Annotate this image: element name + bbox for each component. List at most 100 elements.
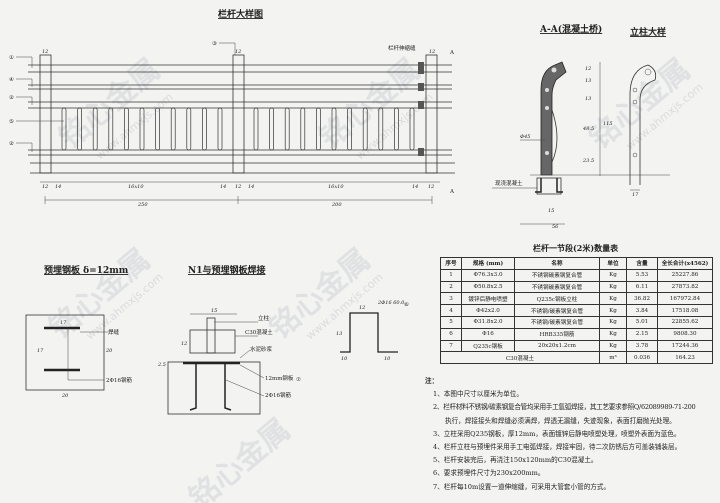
notes-heading: 注： [425, 377, 439, 385]
table-cell: HRB335钢筋 [514, 327, 600, 341]
table-cell: m³ [599, 351, 627, 365]
col-header: 序号 [440, 257, 462, 270]
curved-brace [551, 109, 558, 163]
post-width: 12 [235, 49, 241, 55]
table-cell: Kg [599, 292, 627, 306]
railing-elevation: 栏杆大样图 ① ④ ② ⑤ ② [9, 8, 455, 208]
table-cell: Kg [599, 315, 627, 329]
post-detail: 立柱大样 17 [629, 26, 666, 198]
table-cell: Kg [599, 304, 627, 317]
table-cell: 5.01 [626, 315, 658, 329]
svg-text:④: ④ [9, 76, 14, 83]
callout-1: ① [9, 54, 33, 68]
post-detail-title: 立柱大样 [630, 26, 666, 38]
baluster [331, 107, 337, 151]
svg-text:20: 20 [105, 348, 113, 354]
table-cell: 4 [440, 304, 462, 317]
svg-text:2.5: 2.5 [157, 362, 166, 368]
svg-text:14: 14 [412, 184, 418, 190]
baluster [139, 107, 145, 151]
baluster [347, 107, 352, 151]
note-item: 7、栏杆每10m设置一道伸缩缝，可采用大管套小管的方式。 [433, 482, 611, 491]
concrete-base [30, 162, 455, 174]
svg-text:C30混凝土: C30混凝土 [245, 328, 273, 336]
svg-text:13: 13 [585, 78, 591, 84]
plate-outline [25, 314, 105, 391]
baluster [362, 107, 368, 151]
table-cell: C30混凝土 [440, 351, 600, 365]
baluster [61, 107, 67, 151]
callout-2b: ② [9, 140, 33, 152]
table-cell: 36.82 [626, 292, 658, 306]
svg-text:12: 12 [235, 184, 241, 190]
dimension-chain: 12 14 16x10 14 12 14 16x10 14 12 250 200 [40, 181, 440, 208]
svg-text:③: ③ [212, 40, 217, 47]
table-cell: 不锈钢/碳素钢复合管 [514, 315, 600, 329]
table-cell: 9808.30 [657, 327, 713, 341]
svg-text:①: ① [9, 54, 14, 61]
table-cell: 17518.08 [657, 304, 713, 317]
svg-text:17: 17 [632, 192, 639, 198]
svg-text:14: 14 [55, 184, 61, 190]
baluster [253, 107, 259, 151]
baluster [186, 107, 192, 151]
embed-base [536, 177, 562, 195]
svg-text:16x10: 16x10 [128, 184, 144, 190]
col-header: 规格 (mm) [461, 257, 515, 270]
baluster [300, 107, 306, 151]
table-cell: 不锈钢碳素钢复合管 [514, 268, 600, 282]
callout-4: ④ [9, 76, 33, 87]
weld-label: 焊缝 [108, 328, 120, 336]
baluster [394, 107, 399, 151]
table-cell: 7 [440, 339, 462, 353]
callout-5: ⑤ [9, 118, 64, 125]
table-cell: 20x20x1.2cm [514, 339, 600, 353]
table-cell: 镀锌后静电喷塑 [461, 292, 515, 306]
svg-text:14: 14 [220, 184, 226, 190]
weld-detail-title: N1与预埋钢板焊接 [188, 264, 266, 276]
table-cell: 6 [440, 327, 462, 341]
col-header: 全长合计(x4562) [657, 257, 713, 270]
baluster [284, 107, 290, 151]
rails [28, 64, 452, 156]
table-cell: Kg [599, 280, 627, 294]
deck [167, 361, 261, 415]
embed-plate-detail: 预埋钢板 δ=12mm 17 17 20 20 焊缝 2Φ16钢筋 [25, 264, 133, 399]
table-cell: 5 [440, 315, 462, 329]
notes: 注： 1、本图中尺寸以厘米为单位。 2、栏杆材料不锈钢/碳素钢复合管均采用手工氩… [425, 375, 720, 494]
section-mark-top: A [449, 50, 455, 56]
baluster [108, 107, 114, 151]
table-cell: 167972.84 [657, 292, 713, 306]
note-item: 1、本图中尺寸以厘米为单位。 [433, 390, 523, 399]
rebar-detail: 12 13 10 10 2Φ16 60.0 ⑥ [336, 300, 409, 362]
baluster [155, 107, 160, 151]
baluster [316, 107, 321, 151]
note-item: 执行，焊接接头和焊缝必须满焊，焊透无漏缝，失迹现象，表面打磨抛光处理。 [445, 416, 676, 425]
table-cell: 6.11 [626, 280, 658, 294]
svg-text:10: 10 [384, 356, 391, 362]
table-header-row: 序号 规格 (mm) 名称 单位 含量 全长合计(x4562) [440, 257, 713, 270]
concrete-block [189, 329, 236, 354]
embed-plate-title: 预埋钢板 δ=12mm [44, 264, 129, 276]
svg-text:14: 14 [248, 184, 254, 190]
table-cell: Kg [599, 268, 627, 282]
expansion-joint-label: 栏杆伸缩缝 [388, 44, 416, 52]
section-aa-title: A-A(混凝土桥) [539, 23, 602, 35]
svg-text:17: 17 [37, 348, 44, 354]
svg-text:水泥砂浆: 水泥砂浆 [250, 345, 273, 353]
svg-text:12: 12 [42, 184, 48, 190]
post-outline [629, 64, 657, 185]
col-header: 含量 [626, 257, 658, 270]
svg-text:56: 56 [552, 224, 559, 230]
svg-text:200: 200 [331, 202, 342, 208]
table-cell: 1 [440, 268, 462, 282]
svg-text:13: 13 [336, 331, 342, 337]
note-item: 5、栏杆安装完后，再浇注150x120mm的C30混凝土。 [433, 456, 598, 465]
baluster [217, 107, 223, 151]
svg-text:12: 12 [181, 341, 187, 347]
